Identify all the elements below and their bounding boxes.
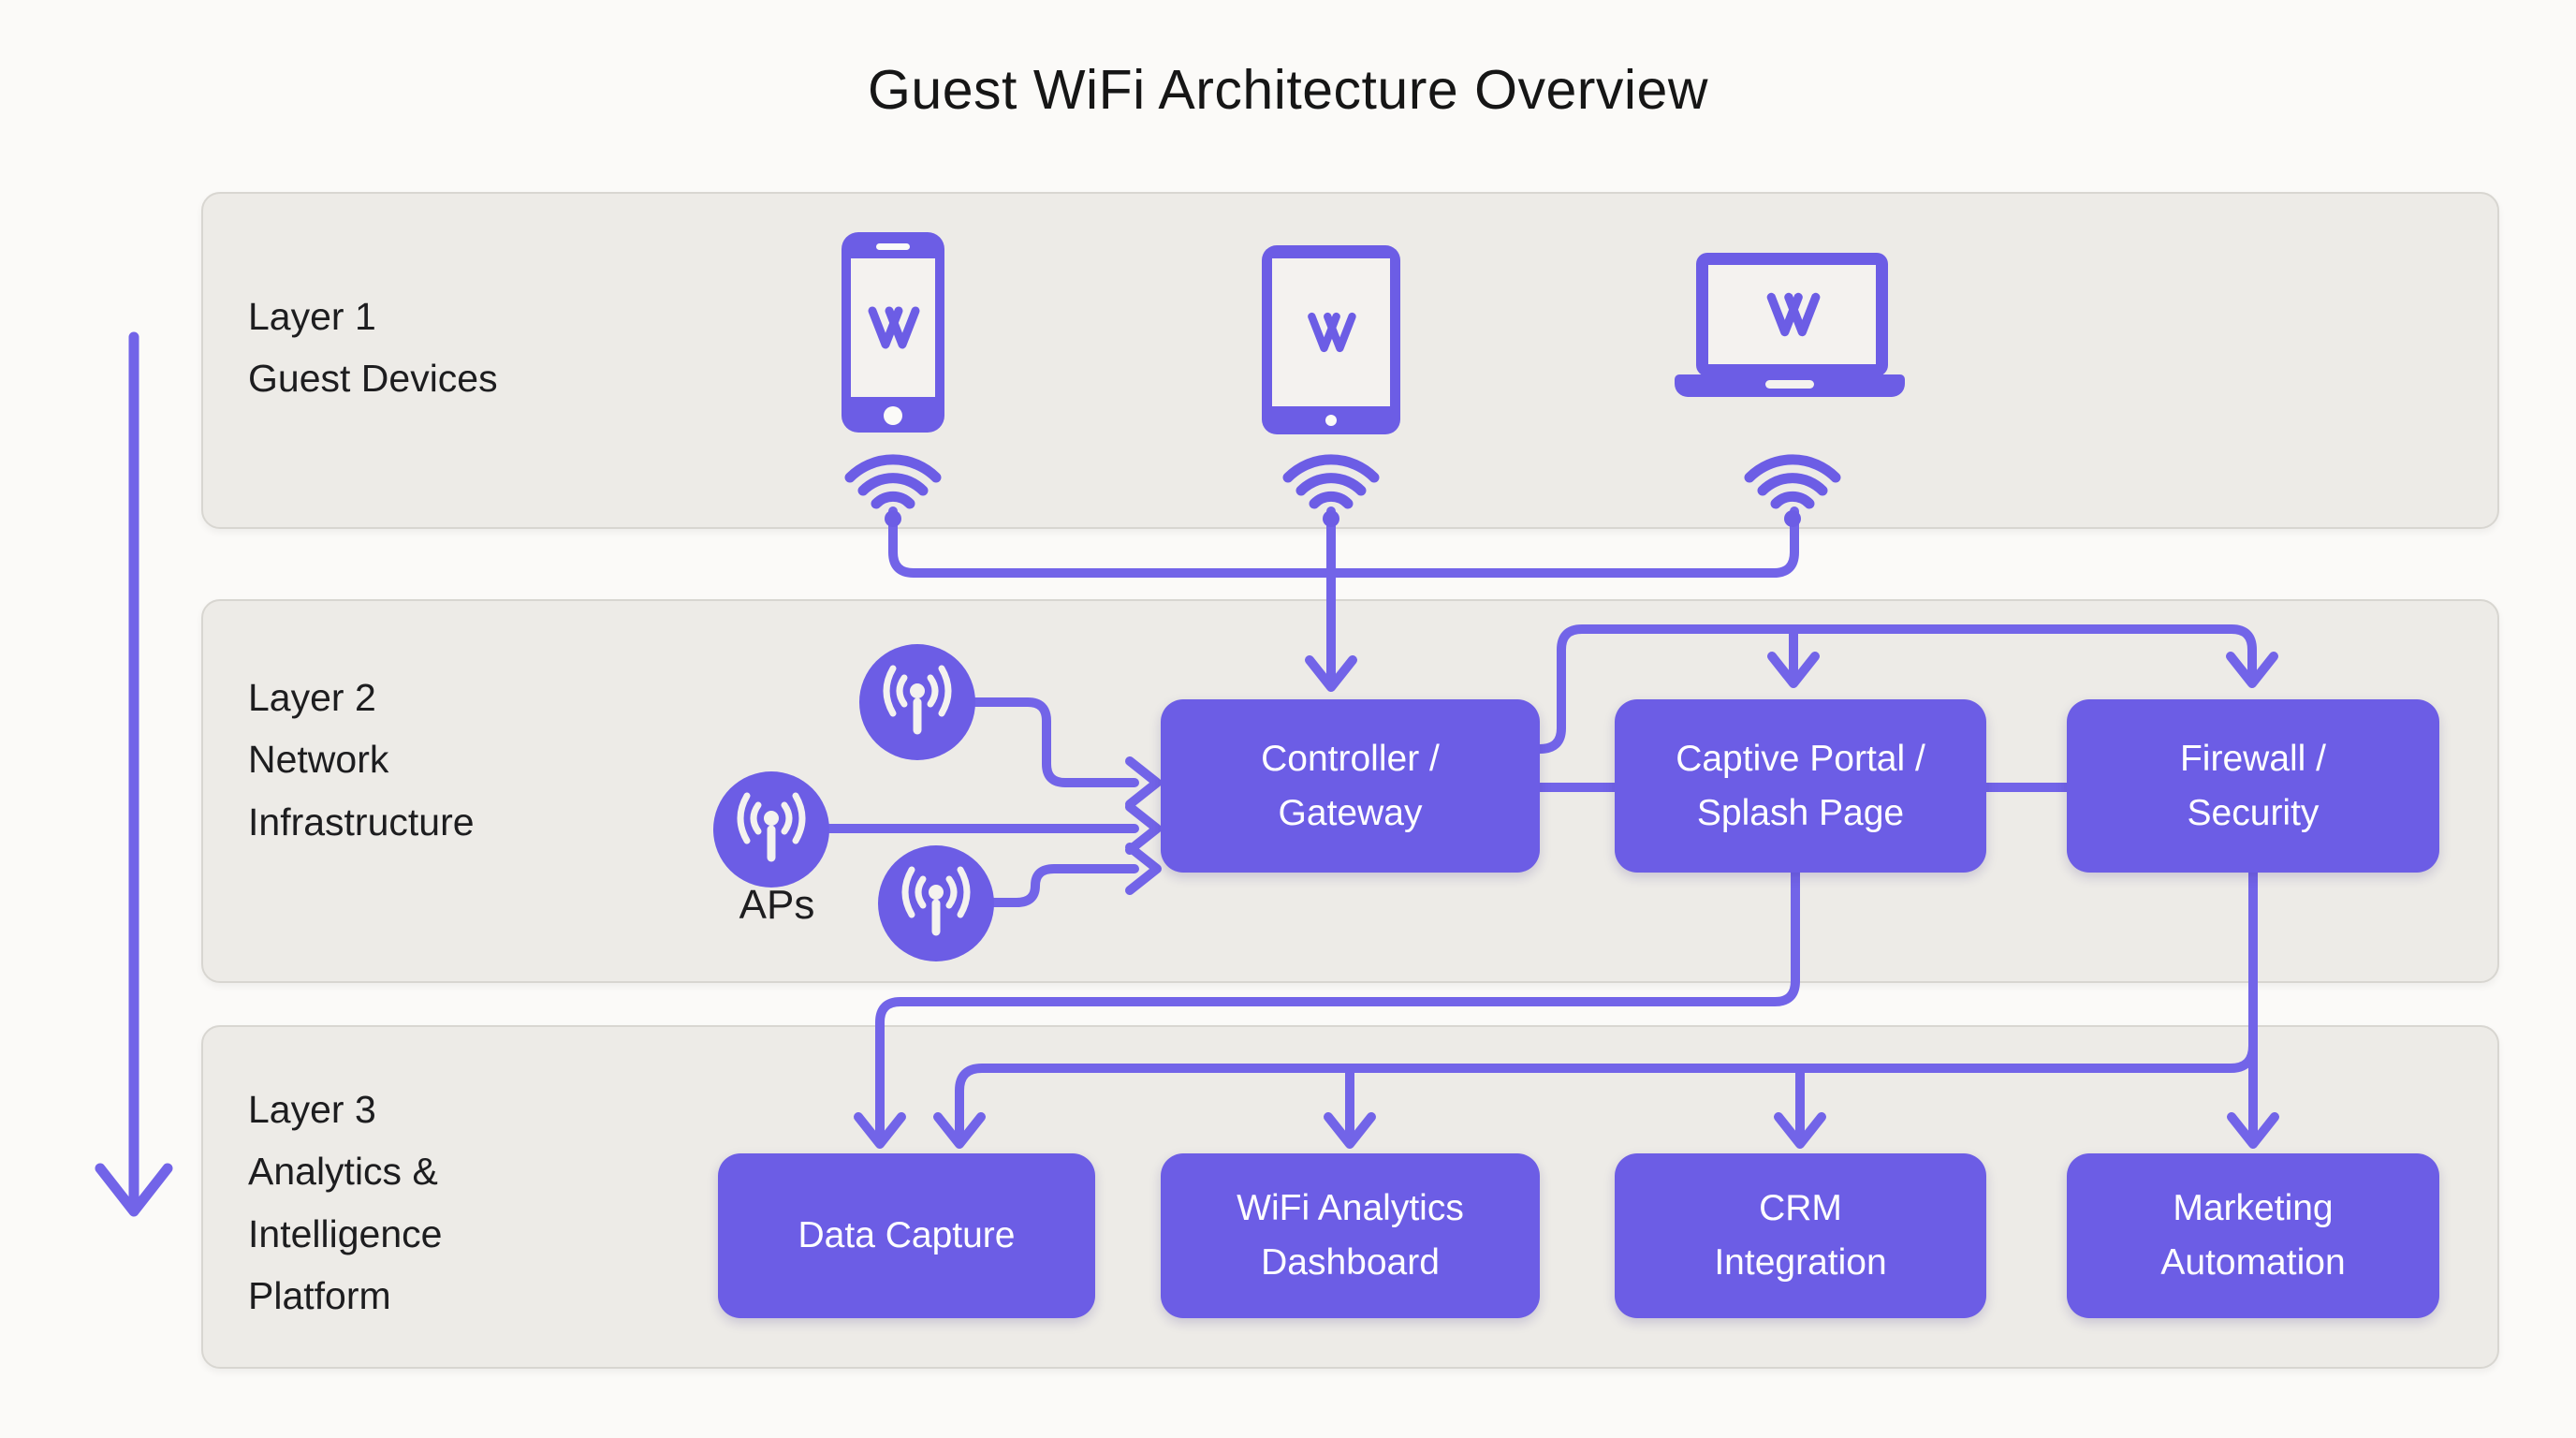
route-to-firewall-arrowhead	[2226, 652, 2278, 688]
aps-label: APs	[739, 882, 815, 928]
w-logo-icon	[1766, 292, 1820, 337]
layer3-bus-line	[955, 1041, 2258, 1137]
node-label-line: Gateway	[1278, 792, 1423, 833]
node-label-line: Splash Page	[1696, 792, 1905, 833]
access-point-icon	[713, 771, 829, 888]
node-label-line: Integration	[1714, 1242, 1887, 1283]
page-title: Guest WiFi Architecture Overview	[868, 59, 1708, 121]
ap-top-arrowhead	[1125, 756, 1162, 809]
laptop-icon	[1675, 253, 1905, 399]
node-marketing-automation: Marketing Automation	[2067, 1153, 2439, 1318]
device-to-controller-arrowhead	[1305, 655, 1357, 692]
laptop-base-notch	[1765, 380, 1814, 389]
smartphone-icon	[842, 232, 944, 433]
node-label-line: Data Capture	[798, 1215, 1016, 1256]
phone-speaker	[876, 243, 910, 250]
layer2-label: Layer 2 Network Infrastructure	[248, 667, 475, 853]
layer3-label-line: Intelligence	[248, 1211, 443, 1255]
ap-middle-arrowhead	[1125, 802, 1162, 855]
w-logo-icon	[1308, 312, 1356, 353]
bus-to-crm-arrowhead	[1774, 1112, 1826, 1149]
ap-bottom-arrowhead	[1125, 843, 1162, 895]
route-to-captive-arrowhead	[1767, 652, 1820, 688]
node-label-line: Firewall /	[2179, 738, 2327, 779]
tablet-home-button	[1325, 415, 1337, 426]
device-bus-line	[888, 506, 1799, 578]
bus-to-datacapture-arrowhead	[933, 1112, 986, 1149]
bus-to-analytics-arrowhead	[1324, 1112, 1376, 1149]
layer2-label-line: Infrastructure	[248, 800, 475, 844]
layer3-label: Layer 3 Analytics & Intelligence Platfor…	[248, 1078, 442, 1328]
layer1-label-line: Guest Devices	[248, 357, 498, 401]
node-captive-portal: Captive Portal / Splash Page	[1615, 699, 1986, 873]
node-crm-integration: CRM Integration	[1615, 1153, 1986, 1318]
tablet-screen	[1272, 258, 1390, 406]
layer3-label-line: Platform	[248, 1274, 391, 1318]
phone-screen	[851, 258, 935, 397]
ap-top-line	[971, 697, 1139, 787]
node-label-line: Dashboard	[1261, 1242, 1440, 1283]
node-controller-gateway: Controller / Gateway	[1161, 699, 1540, 873]
laptop-screen	[1708, 265, 1876, 364]
w-logo-icon	[868, 306, 920, 349]
node-label-line: Security	[2187, 792, 2320, 833]
wifi-signal-icon	[844, 454, 942, 527]
node-label-line: Captive Portal /	[1676, 738, 1925, 779]
node-label-line: Automation	[2160, 1242, 2346, 1283]
flow-down-arrowhead	[95, 1163, 173, 1217]
wifi-signal-icon	[1282, 454, 1380, 527]
captive-to-datacapture-line	[875, 868, 1800, 1137]
firewall-down-arrowhead	[2227, 1112, 2279, 1149]
node-label-line: CRM	[1759, 1188, 1842, 1229]
tablet-icon	[1262, 245, 1400, 434]
layer1-label-line: Layer 1	[248, 295, 376, 338]
node-wifi-analytics-dashboard: WiFi Analytics Dashboard	[1161, 1153, 1540, 1318]
phone-home-button	[884, 406, 902, 425]
layer3-label-line: Layer 3	[248, 1088, 376, 1131]
layer3-label-line: Analytics &	[248, 1150, 438, 1194]
wifi-signal-icon	[1744, 454, 1841, 527]
controller-top-route-line	[1535, 624, 2257, 754]
ap-bottom-line	[971, 864, 1139, 907]
layer2-label-line: Layer 2	[248, 676, 376, 719]
access-point-icon	[878, 845, 994, 961]
laptop-screen-frame	[1696, 253, 1888, 376]
node-label-line: Marketing	[2173, 1188, 2334, 1229]
access-point-icon	[859, 644, 975, 760]
captive-to-datacapture-arrowhead	[854, 1112, 906, 1149]
node-label-line: WiFi Analytics	[1237, 1188, 1464, 1229]
node-data-capture: Data Capture	[718, 1153, 1095, 1318]
layer1-label: Layer 1 Guest Devices	[248, 286, 498, 410]
node-firewall-security: Firewall / Security	[2067, 699, 2439, 873]
node-label-line: Controller /	[1261, 738, 1440, 779]
layer2-label-line: Network	[248, 738, 389, 782]
